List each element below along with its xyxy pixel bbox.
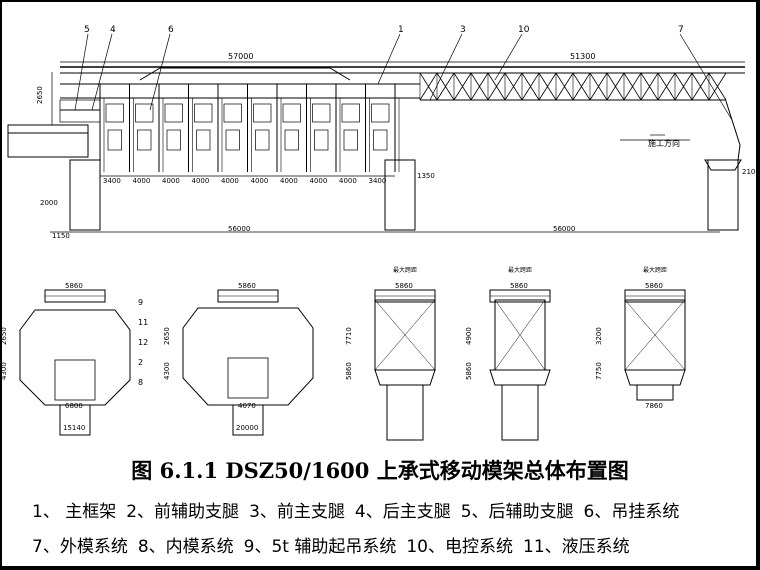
pier-mid <box>384 159 416 231</box>
legend-row-1: 1、 主框架 2、前辅助支腿 3、前主支腿 4、后主支腿 5、后辅助支腿 6、吊挂系统 <box>32 497 689 522</box>
legend-item: 4、后主支腿 <box>354 502 451 522</box>
callout-4: 4 <box>110 25 116 35</box>
callout-10: 10 <box>518 25 530 35</box>
construction-direction-label: 施工方向 <box>648 138 680 148</box>
section-top-label: 最大跨距 <box>393 266 417 274</box>
bay-dim-label: 3400 <box>103 177 121 185</box>
callout-7: 7 <box>678 25 684 35</box>
section-dim-label: 2650 <box>163 327 171 345</box>
bay-dimensions: 3400 4000 4000 4000 4000 4000 4000 4000 4000 3400 <box>103 177 386 185</box>
dim-span-right: 56000 <box>553 225 575 233</box>
dim-height-left: 2650 <box>36 86 44 104</box>
dim-span-left: 56000 <box>228 225 250 233</box>
section-callout: 9 <box>138 298 143 307</box>
callout-5: 5 <box>84 25 90 35</box>
front-aux-leg <box>724 97 741 161</box>
dim-bottom-left: 1150 <box>52 232 70 240</box>
callout-6: 6 <box>168 25 174 35</box>
section-dim-label: 2650 <box>0 327 8 345</box>
callout-3: 3 <box>460 25 466 35</box>
bay-dim-label: 4000 <box>133 177 151 185</box>
bay-dim-label: 4000 <box>310 177 328 185</box>
dim-pier-far: 2100 <box>742 168 760 176</box>
bay-dim-label: 4000 <box>192 177 210 185</box>
bridge-deck-left <box>7 124 89 158</box>
section-dim-label: 15140 <box>63 424 85 432</box>
launching-truss <box>419 72 727 101</box>
section-dim-label: 5860 <box>345 362 353 380</box>
bay-dim-label: 3400 <box>369 177 387 185</box>
cross-sections: 5860 2650 4300 6800 15140 9 11 12 2 8 5860 2650 4300… <box>0 266 686 441</box>
section-dim-label: 5860 <box>395 282 413 290</box>
callout-1: 1 <box>398 25 404 35</box>
section-dim-label: 4300 <box>163 362 171 380</box>
section-dim-label: 4070 <box>238 402 256 410</box>
section-dim-label: 3200 <box>595 327 603 345</box>
legend-item: 6、吊挂系统 <box>583 502 680 522</box>
cross-section-5: 5860 3200 7750 7860 最大跨距 <box>595 266 686 410</box>
dim-left-low: 2000 <box>40 199 58 207</box>
section-dim-label: 20000 <box>236 424 258 432</box>
bay-dim-label: 4000 <box>162 177 180 185</box>
bay-dim-label: 4000 <box>280 177 298 185</box>
section-dim-label: 5860 <box>65 282 83 290</box>
section-dim-label: 5860 <box>645 282 663 290</box>
cross-section-3: 5860 7710 5860 最大跨距 <box>345 266 436 441</box>
section-dim-label: 6800 <box>65 402 83 410</box>
legend-item: 2、前辅助支腿 <box>126 502 240 522</box>
legend-item: 9、5t 辅助起吊系统 <box>243 537 397 557</box>
section-top-label: 最大跨距 <box>643 266 667 274</box>
section-dim-label: 4900 <box>465 327 473 345</box>
dim-pier-mid: 1350 <box>417 172 435 180</box>
section-dim-label: 7750 <box>595 362 603 380</box>
section-callout: 2 <box>138 358 143 367</box>
elevation-view <box>7 33 745 233</box>
dim-top-right: 51300 <box>570 52 595 61</box>
section-dim-label: 7860 <box>645 402 663 410</box>
legend-item: 7、外模系统 <box>32 537 128 557</box>
bay-dim-label: 4000 <box>251 177 269 185</box>
cross-section-2: 5860 2650 4300 4070 20000 <box>163 282 314 436</box>
section-dim-label: 5860 <box>238 282 256 290</box>
dim-top-left: 57000 <box>228 52 253 61</box>
cross-section-1: 5860 2650 4300 6800 15140 9 11 12 2 8 <box>0 282 148 436</box>
legend-item: 5、后辅助支腿 <box>460 502 574 522</box>
legend-item: 3、前主支腿 <box>249 502 345 522</box>
hanger-bays <box>59 84 400 172</box>
section-callout: 8 <box>138 378 143 387</box>
bay-dim-label: 4000 <box>221 177 239 185</box>
section-callout: 12 <box>138 338 148 347</box>
section-dim-label: 5860 <box>510 282 528 290</box>
legend-item: 10、电控系统 <box>406 537 513 557</box>
section-dim-label: 5860 <box>465 362 473 380</box>
legend-item: 1、 主框架 <box>32 502 117 522</box>
figure-caption: 图 6.1.1 DSZ50/1600 上承式移动模架总体布置图 <box>131 458 629 483</box>
section-dim-label: 7710 <box>345 327 353 345</box>
bay-dim-label: 4000 <box>339 177 357 185</box>
section-callout: 11 <box>138 318 148 327</box>
section-top-label: 最大跨距 <box>508 266 532 274</box>
pier-left <box>69 159 101 231</box>
legend-row-2: 7、外模系统 8、内模系统 9、5t 辅助起吊系统 10、电控系统 11、液压系统 <box>32 532 640 557</box>
legend-item: 11、液压系统 <box>523 537 630 557</box>
cross-section-4: 5860 4900 5860 最大跨距 <box>465 266 551 441</box>
main-frame-hump <box>139 67 351 81</box>
legend-item: 8、内模系统 <box>137 537 234 557</box>
section-dim-label: 4300 <box>0 362 8 380</box>
